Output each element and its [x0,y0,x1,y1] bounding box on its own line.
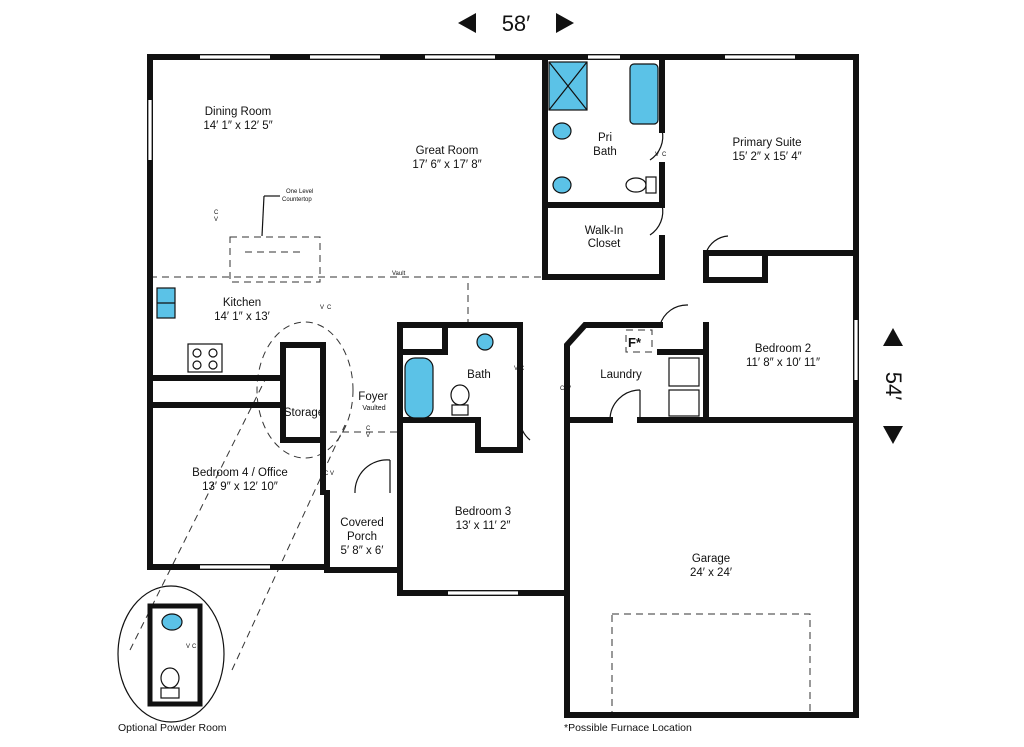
depth-dimension: 54′ [881,328,906,444]
vc-c: C [324,471,329,477]
vc-v: V [655,152,659,158]
furnace-box [625,329,653,353]
pri-bath-name-1: Pri [598,132,612,144]
dryer-icon [668,357,700,387]
vc-v: V [330,471,334,477]
vc-c: C [214,210,219,216]
vc-v: V [320,305,324,311]
width-dimension: 58′ [458,11,574,36]
vc-c: C [366,426,371,432]
room-labels: Dining Room 14′ 1″ x 12′ 5″ Great Room 1… [192,106,820,579]
bathtub-icon [629,63,659,125]
stove-icon [187,343,223,373]
bedroom3-size: 13′ x 11′ 2″ [456,520,511,532]
arrow-up-icon [883,328,903,346]
garage-size: 24′ x 24′ [690,567,732,579]
foyer-note: Vaulted [362,405,385,412]
arrow-left-icon [458,13,476,33]
dining-room-size: 14′ 1″ x 12′ 5″ [203,120,272,132]
sink-icon [552,122,572,140]
sink-icon [161,613,183,631]
vc-v: V [186,644,190,650]
width-label: 58′ [502,11,531,36]
closet-name-2: Closet [588,238,621,250]
toilet-icon [625,177,647,193]
furnace-symbol: F* [628,335,642,350]
vc-v: V [366,433,370,439]
windows [148,55,858,595]
sink-icon [552,176,572,194]
kitchen-name: Kitchen [223,297,261,309]
bathtub-icon [404,357,434,419]
walls [147,54,859,718]
vc-c: C [560,386,565,392]
bedroom4-size: 13′ 9″ x 12′ 10″ [202,481,278,493]
laundry-name: Laundry [600,369,642,381]
countertop-note-2: Countertop [282,197,312,203]
vc-v: V [567,386,571,392]
kitchen-size: 14′ 1″ x 13′ [214,311,270,323]
primary-suite-name: Primary Suite [732,137,801,149]
arrow-right-icon [556,13,574,33]
toilet-icon [450,384,470,406]
great-room-size: 17′ 6″ x 17′ 8″ [412,159,481,171]
fixtures [156,61,700,419]
toilet-icon [160,667,180,689]
primary-suite-size: 15′ 2″ x 15′ 4″ [732,151,801,163]
doors [354,129,729,494]
bedroom2-name: Bedroom 2 [755,343,811,355]
depth-label: 54′ [881,372,906,401]
porch-size: 5′ 8″ x 6′ [341,545,384,557]
porch-name-1: Covered [340,517,383,529]
annotations: One Level Countertop Vault F* *Possible … [118,152,692,734]
washer-icon [668,389,700,417]
bedroom3-name: Bedroom 3 [455,506,511,518]
vc-v: V [214,217,218,223]
vc-c: C [520,366,525,372]
foyer-name: Foyer [358,391,388,403]
sink-icon [476,333,494,351]
bath-name: Bath [467,369,491,381]
powder-room-label: Optional Powder Room [118,722,227,734]
porch-name-2: Porch [347,531,377,543]
vc-c: C [192,644,197,650]
great-room-name: Great Room [416,145,479,157]
countertop-note-1: One Level [286,189,313,195]
vc-c: C [662,152,667,158]
furnace-note: *Possible Furnace Location [564,722,692,734]
garage-name: Garage [692,553,730,565]
closet-name-1: Walk-In [585,225,624,237]
powder-room-callout [117,585,225,723]
bedroom2-size: 11′ 8″ x 10′ 11″ [746,357,820,369]
vc-c: C [327,305,332,311]
dining-room-name: Dining Room [205,106,271,118]
vc-v: V [514,366,518,372]
pri-bath-name-2: Bath [593,146,617,158]
arrow-down-icon [883,426,903,444]
storage-name: Storage [284,407,324,419]
bedroom4-name: Bedroom 4 / Office [192,467,288,479]
vault-label: Vault [392,271,406,277]
